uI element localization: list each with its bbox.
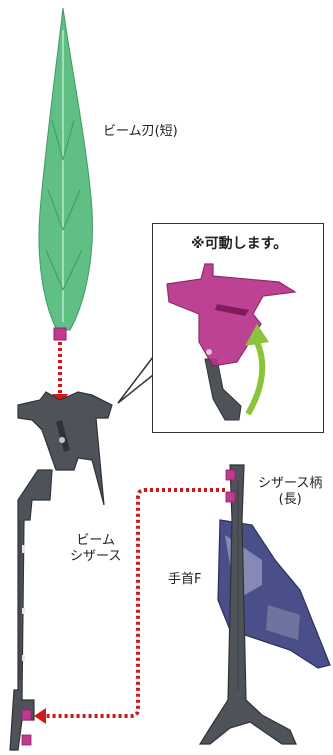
label-beam-blade-short: ビーム刃(短) — [103, 124, 178, 139]
beam-blade-short — [38, 7, 93, 341]
movable-callout: ※可動します。 — [152, 223, 324, 433]
label-beam-scissors: ビーム シザース — [70, 533, 121, 566]
handle-connector-lower — [225, 491, 236, 503]
scissors-handle-long — [198, 464, 331, 745]
label-wrist-f: 手首F — [168, 572, 202, 587]
callout-illustration — [166, 263, 297, 421]
movable-note: ※可動します。 — [191, 236, 288, 252]
blade-connector — [53, 327, 67, 341]
label-beam-scissors-line2: シザース — [70, 549, 122, 565]
beam-scissors-part — [9, 391, 113, 751]
callout-pointer — [117, 354, 154, 404]
label-beam-scissors-line1: ビーム — [76, 533, 115, 548]
shaft-connector-upper — [21, 709, 32, 721]
label-scissors-handle-long: シザース柄 (長) — [258, 476, 322, 509]
handle-connector-upper — [225, 469, 236, 481]
shaft-connector-lower — [21, 734, 32, 746]
label-scissors-handle-line2: (長) — [278, 492, 302, 508]
attach-arrow-handle — [34, 488, 225, 724]
label-scissors-handle-line1: シザース柄 — [258, 476, 323, 491]
